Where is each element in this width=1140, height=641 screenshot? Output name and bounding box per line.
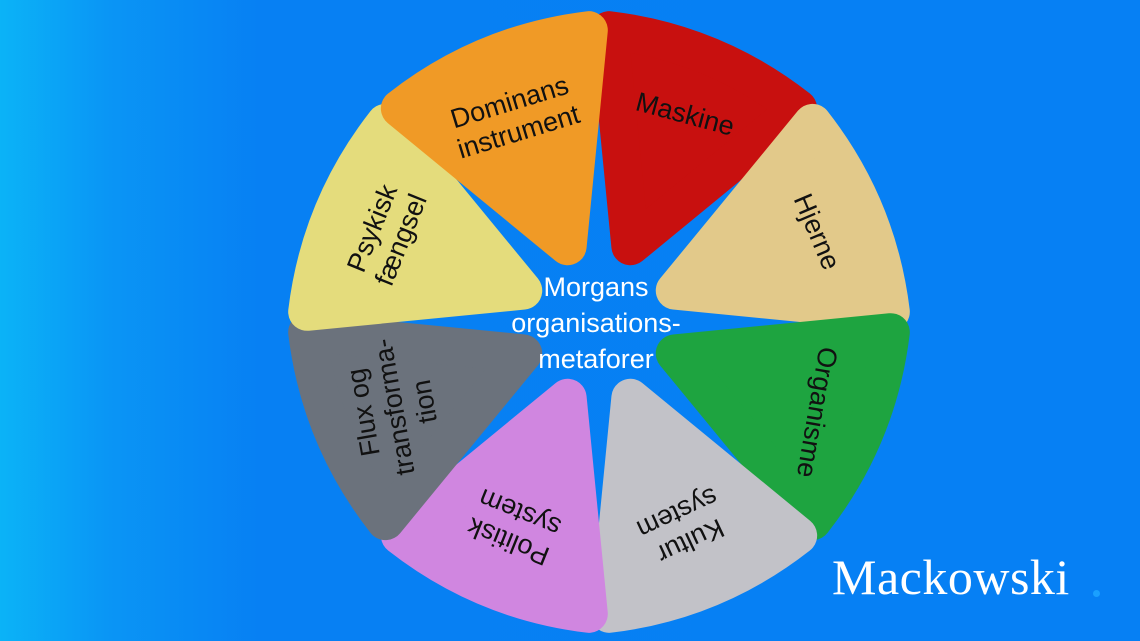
center-label-line: organisations- (511, 308, 681, 338)
petal-flux: Flux ogtransforma-tion (288, 313, 543, 541)
center-label-line: Morgans (543, 272, 648, 302)
petal-shape-flux (288, 313, 543, 541)
center-label: Morgans organisations-metaforer (511, 272, 681, 374)
petal-shape-dominans (380, 11, 608, 266)
petal-shape-politisk-system (380, 378, 608, 633)
petal-shape-organisme (655, 313, 910, 541)
petal-kultursystem: Kultursystem (590, 378, 818, 633)
petal-maskine: Maskine (590, 11, 818, 266)
petal-shape-hjerne (655, 103, 910, 331)
petal-hjerne: Hjerne (655, 103, 910, 331)
petal-organisme: Organisme (655, 313, 910, 541)
petal-dominans: Dominansinstrument (380, 11, 608, 266)
petal-shape-maskine (590, 11, 818, 266)
logo-dot (1093, 590, 1100, 597)
petal-shape-kultursystem (590, 378, 818, 633)
mackowski-logo: Mackowski (832, 549, 1070, 605)
petal-shape-psykisk-faengsel (288, 103, 543, 331)
petal-politisk-system: Politisksystem (380, 378, 608, 633)
petal-psykisk-faengsel: Psykiskfængsel (288, 103, 543, 331)
petal-label-line: tion (406, 378, 443, 426)
petals-layer: MaskineHjerneOrganismeKultursystemPoliti… (288, 11, 910, 633)
center-label-line: metaforer (538, 344, 654, 374)
